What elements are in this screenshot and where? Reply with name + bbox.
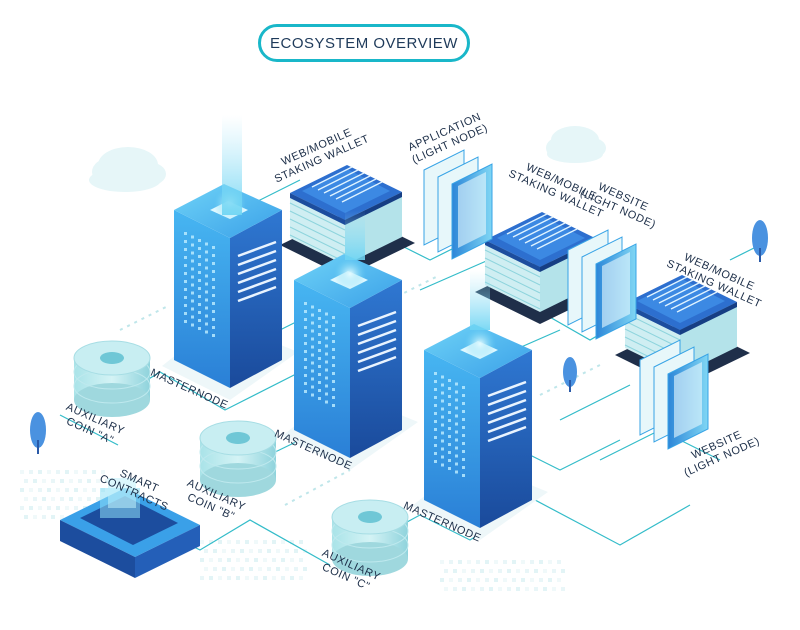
website-light-node	[639, 339, 709, 450]
masternode-server	[282, 254, 418, 470]
tree-icon	[30, 412, 46, 454]
light-beam	[222, 115, 242, 215]
auxiliary-coin-cylinder	[199, 420, 277, 497]
light-beam	[470, 270, 490, 330]
light-beam	[345, 210, 365, 260]
auxiliary-coin-cylinder	[73, 340, 151, 417]
tree-icon	[752, 220, 768, 262]
application-light-node	[423, 149, 493, 260]
auxiliary-coin-cylinder	[331, 499, 409, 576]
masternode-server	[162, 184, 298, 400]
page-title: ECOSYSTEM OVERVIEW	[258, 24, 470, 62]
masternode-server	[412, 324, 548, 540]
website-light-node	[567, 229, 637, 340]
wallet-label: WEB/MOBILESTAKING WALLET	[507, 156, 611, 221]
tree-icon	[563, 357, 577, 392]
smart-contracts-device	[60, 478, 200, 578]
cloud-icon	[546, 126, 606, 163]
dot-pattern	[20, 470, 565, 591]
website-label: WEBSITE(LIGHT NODE)	[578, 175, 663, 231]
cloud-icon	[89, 147, 166, 192]
